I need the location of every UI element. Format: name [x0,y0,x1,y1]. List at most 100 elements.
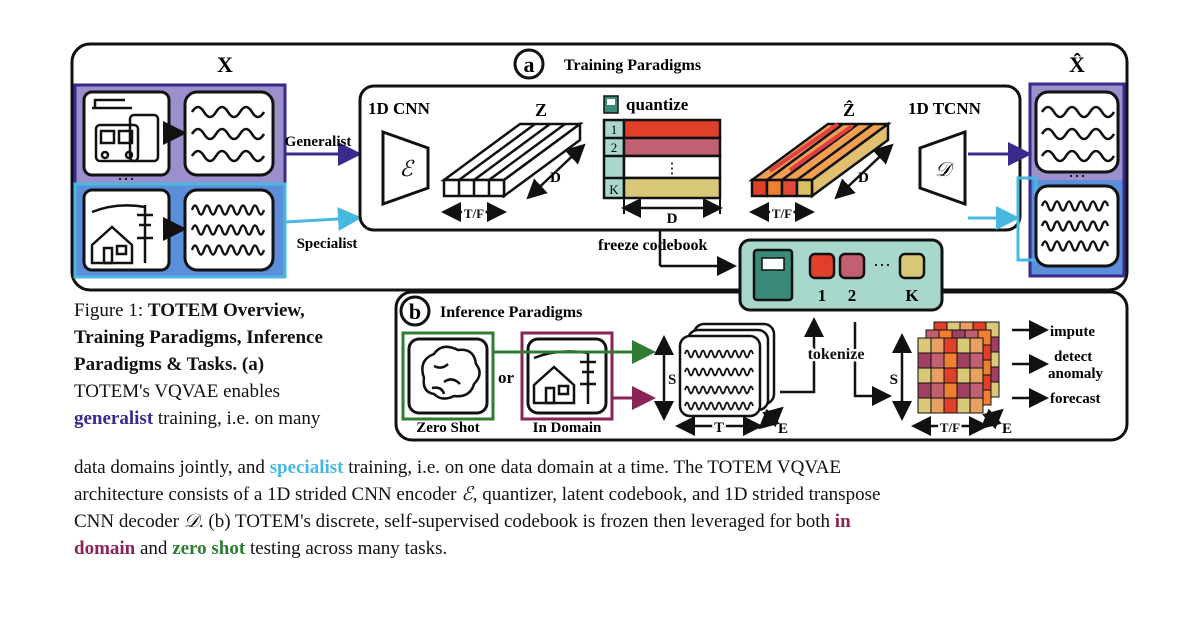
panel-a-marker [513,48,545,80]
token-cell [943,352,958,369]
caption-body-5: architecture consists of a 1D strided CN… [74,484,462,505]
panel-b-title: Inference Paradigms [440,304,582,321]
tokenize-label: tokenize [808,346,865,363]
decoder-shape [918,129,967,207]
in-domain-label: In Domain [533,420,602,436]
quantize-icon [603,95,619,114]
task-anomaly: anomaly [1048,366,1104,382]
token-cell [969,397,984,414]
caption-domain: domain [74,538,136,559]
power-tower-icon [90,204,153,265]
totem-overview-diagram: X ··· Generalist Specialist a [70,42,1129,442]
z-d-label: D [550,170,561,186]
token-cell [969,367,984,384]
caption-main: data domains jointly, and specialist tra… [74,454,1124,562]
caption-body-7: CNN decoder [74,511,184,532]
token-cell [956,337,971,354]
bus-icon [92,98,160,163]
caption-body-3: data domains jointly, and [74,457,270,478]
task-forecast: forecast [1050,391,1101,407]
caption-decoder-symbol: 𝒟 [183,511,199,532]
zhat-tf-label: T/F [772,206,792,221]
caption-body-10: testing across many tasks. [245,538,448,559]
generalist-label: Generalist [285,134,352,150]
token-cell [943,397,958,414]
input-series-stack [678,322,776,418]
t-label: T [714,420,724,436]
encoder-symbol: ℰ [399,156,415,181]
dots-label: ··· [117,169,135,189]
caption-generalist: generalist [74,408,154,429]
caption-body-4: training, i.e. on one data domain at a t… [343,457,841,478]
caption-body-8: . (b) TOTEM's discrete, self-supervised … [198,511,835,532]
z-label: Z [535,100,547,120]
e-label-1: E [778,421,788,437]
token-cell [943,382,958,399]
tcnn-label: 1D TCNN [908,99,982,118]
zero-shot-label: Zero Shot [416,420,479,436]
caption-body-2: training, i.e. on many [153,408,321,429]
panel-a-letter: a [524,52,535,77]
caption-in: in [834,511,851,532]
codebook-d-label: D [667,211,678,227]
codebook-table [602,118,722,200]
zhat-d-label: D [858,170,869,186]
chip-1-label: 1 [818,286,827,305]
decoder-symbol: 𝒟 [935,159,955,181]
z-tf-label: T/F [464,206,484,221]
caption-side: Figure 1: TOTEM Overview, Training Parad… [74,297,394,432]
token-cell [930,382,945,399]
encoder-shape [381,129,430,207]
chip-dots: ··· [873,255,891,275]
x-label: X [217,52,233,77]
code-2-chip [838,252,866,280]
caption-body-1: TOTEM's VQVAE enables [74,381,281,402]
chip-2-label: 2 [848,286,857,305]
token-cell [930,337,945,354]
quantize-label: quantize [626,95,689,114]
token-cell [917,397,932,414]
token-cell [917,352,932,369]
caption-title-1: TOTEM Overview, [147,300,305,321]
zhat-tensor [748,121,892,199]
caption-specialist: specialist [269,457,344,478]
token-cell [969,352,984,369]
token-cell [943,337,958,354]
panel-b-letter: b [409,299,421,324]
output-dots: ··· [1068,166,1086,186]
token-cell [917,337,932,354]
xhat-label: X̂ [1069,52,1085,77]
caption-title-2: Training Paradigms, Inference [74,327,323,348]
cnn-label: 1D CNN [368,99,431,118]
token-cell [956,352,971,369]
freeze-label: freeze codebook [598,237,708,254]
code-row-k: K [609,182,619,197]
token-cell [969,382,984,399]
or-label: or [498,368,515,387]
tf-label-2: T/F [940,420,960,435]
caption-fig-label: Figure 1: [74,300,148,321]
token-cell [917,382,932,399]
specialist-label: Specialist [297,236,358,252]
s-label-1: S [668,372,676,388]
token-cell [969,337,984,354]
code-1-chip [808,252,836,280]
token-cell [956,367,971,384]
task-detect: detect [1054,349,1092,365]
token-cell [956,397,971,414]
task-impute: impute [1050,324,1095,340]
token-cell [943,367,958,384]
token-cell [930,397,945,414]
code-row-2: 2 [611,140,618,155]
zhat-label: Ẑ [843,99,855,120]
book-icon [752,248,794,302]
token-cell [930,367,945,384]
caption-encoder-symbol: ℰ [461,484,473,505]
training-panel [70,42,1129,292]
caption-title-3: Paradigms & Tasks. (a) [74,354,265,375]
brain-icon [421,345,481,400]
token-cell [956,382,971,399]
caption-zero-shot: zero shot [172,538,246,559]
caption-body-6: , quantizer, latent codebook, and 1D str… [472,484,881,505]
token-cell [930,352,945,369]
